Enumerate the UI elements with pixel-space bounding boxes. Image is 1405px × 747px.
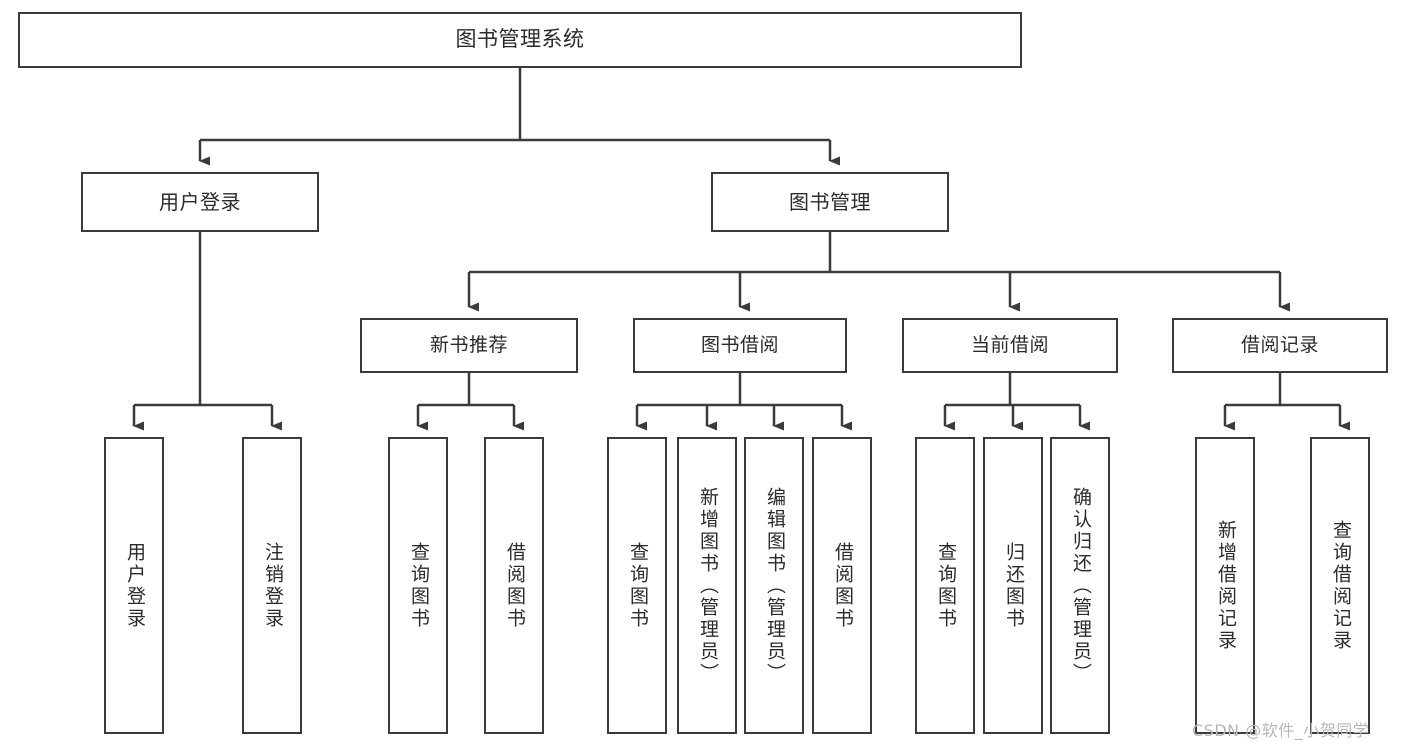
node-leaf-user-login-label: 用户登录 — [123, 541, 146, 630]
node-leaf-confirm-return[interactable]: 确认归还（管理员） — [1050, 437, 1110, 734]
node-book-borrow-label: 图书借阅 — [700, 333, 779, 356]
node-leaf-add-record-label: 新增借阅记录 — [1214, 519, 1237, 652]
node-leaf-query-record[interactable]: 查询借阅记录 — [1310, 437, 1370, 734]
node-leaf-query-book-2-label: 查询图书 — [626, 541, 649, 630]
node-leaf-borrow-book-1[interactable]: 借阅图书 — [484, 437, 544, 734]
node-new-book-recommend-label: 新书推荐 — [429, 333, 508, 356]
node-leaf-add-book[interactable]: 新增图书（管理员） — [677, 437, 737, 734]
node-borrow-record[interactable]: 借阅记录 — [1172, 318, 1388, 373]
node-leaf-query-record-label: 查询借阅记录 — [1329, 519, 1352, 652]
node-leaf-query-book-1[interactable]: 查询图书 — [388, 437, 448, 734]
node-leaf-borrow-book-2-label: 借阅图书 — [831, 541, 854, 630]
node-root-label: 图书管理系统 — [455, 27, 585, 52]
node-leaf-query-book-2[interactable]: 查询图书 — [607, 437, 667, 734]
node-leaf-borrow-book-2[interactable]: 借阅图书 — [812, 437, 872, 734]
node-current-borrow-label: 当前借阅 — [970, 333, 1049, 356]
node-leaf-add-record[interactable]: 新增借阅记录 — [1195, 437, 1255, 734]
node-leaf-query-book-3[interactable]: 查询图书 — [915, 437, 975, 734]
node-user-login-label: 用户登录 — [159, 189, 241, 214]
node-leaf-return-book[interactable]: 归还图书 — [983, 437, 1043, 734]
node-leaf-edit-book[interactable]: 编辑图书（管理员） — [744, 437, 804, 734]
node-leaf-query-book-1-label: 查询图书 — [407, 541, 430, 630]
node-current-borrow[interactable]: 当前借阅 — [902, 318, 1118, 373]
node-leaf-add-book-label: 新增图书（管理员） — [696, 486, 719, 685]
node-book-manage[interactable]: 图书管理 — [711, 172, 949, 232]
node-leaf-confirm-return-label: 确认归还（管理员） — [1069, 486, 1092, 685]
node-leaf-edit-book-label: 编辑图书（管理员） — [763, 486, 786, 685]
node-user-login[interactable]: 用户登录 — [81, 172, 319, 232]
node-leaf-borrow-book-1-label: 借阅图书 — [503, 541, 526, 630]
node-leaf-query-book-3-label: 查询图书 — [934, 541, 957, 630]
node-root[interactable]: 图书管理系统 — [18, 12, 1022, 68]
node-borrow-record-label: 借阅记录 — [1240, 333, 1319, 356]
node-leaf-user-login[interactable]: 用户登录 — [104, 437, 164, 734]
node-leaf-logout[interactable]: 注销登录 — [242, 437, 302, 734]
node-leaf-logout-label: 注销登录 — [261, 541, 284, 630]
node-leaf-return-book-label: 归还图书 — [1002, 541, 1025, 630]
node-book-manage-label: 图书管理 — [789, 189, 871, 214]
node-new-book-recommend[interactable]: 新书推荐 — [360, 318, 578, 373]
node-book-borrow[interactable]: 图书借阅 — [633, 318, 847, 373]
